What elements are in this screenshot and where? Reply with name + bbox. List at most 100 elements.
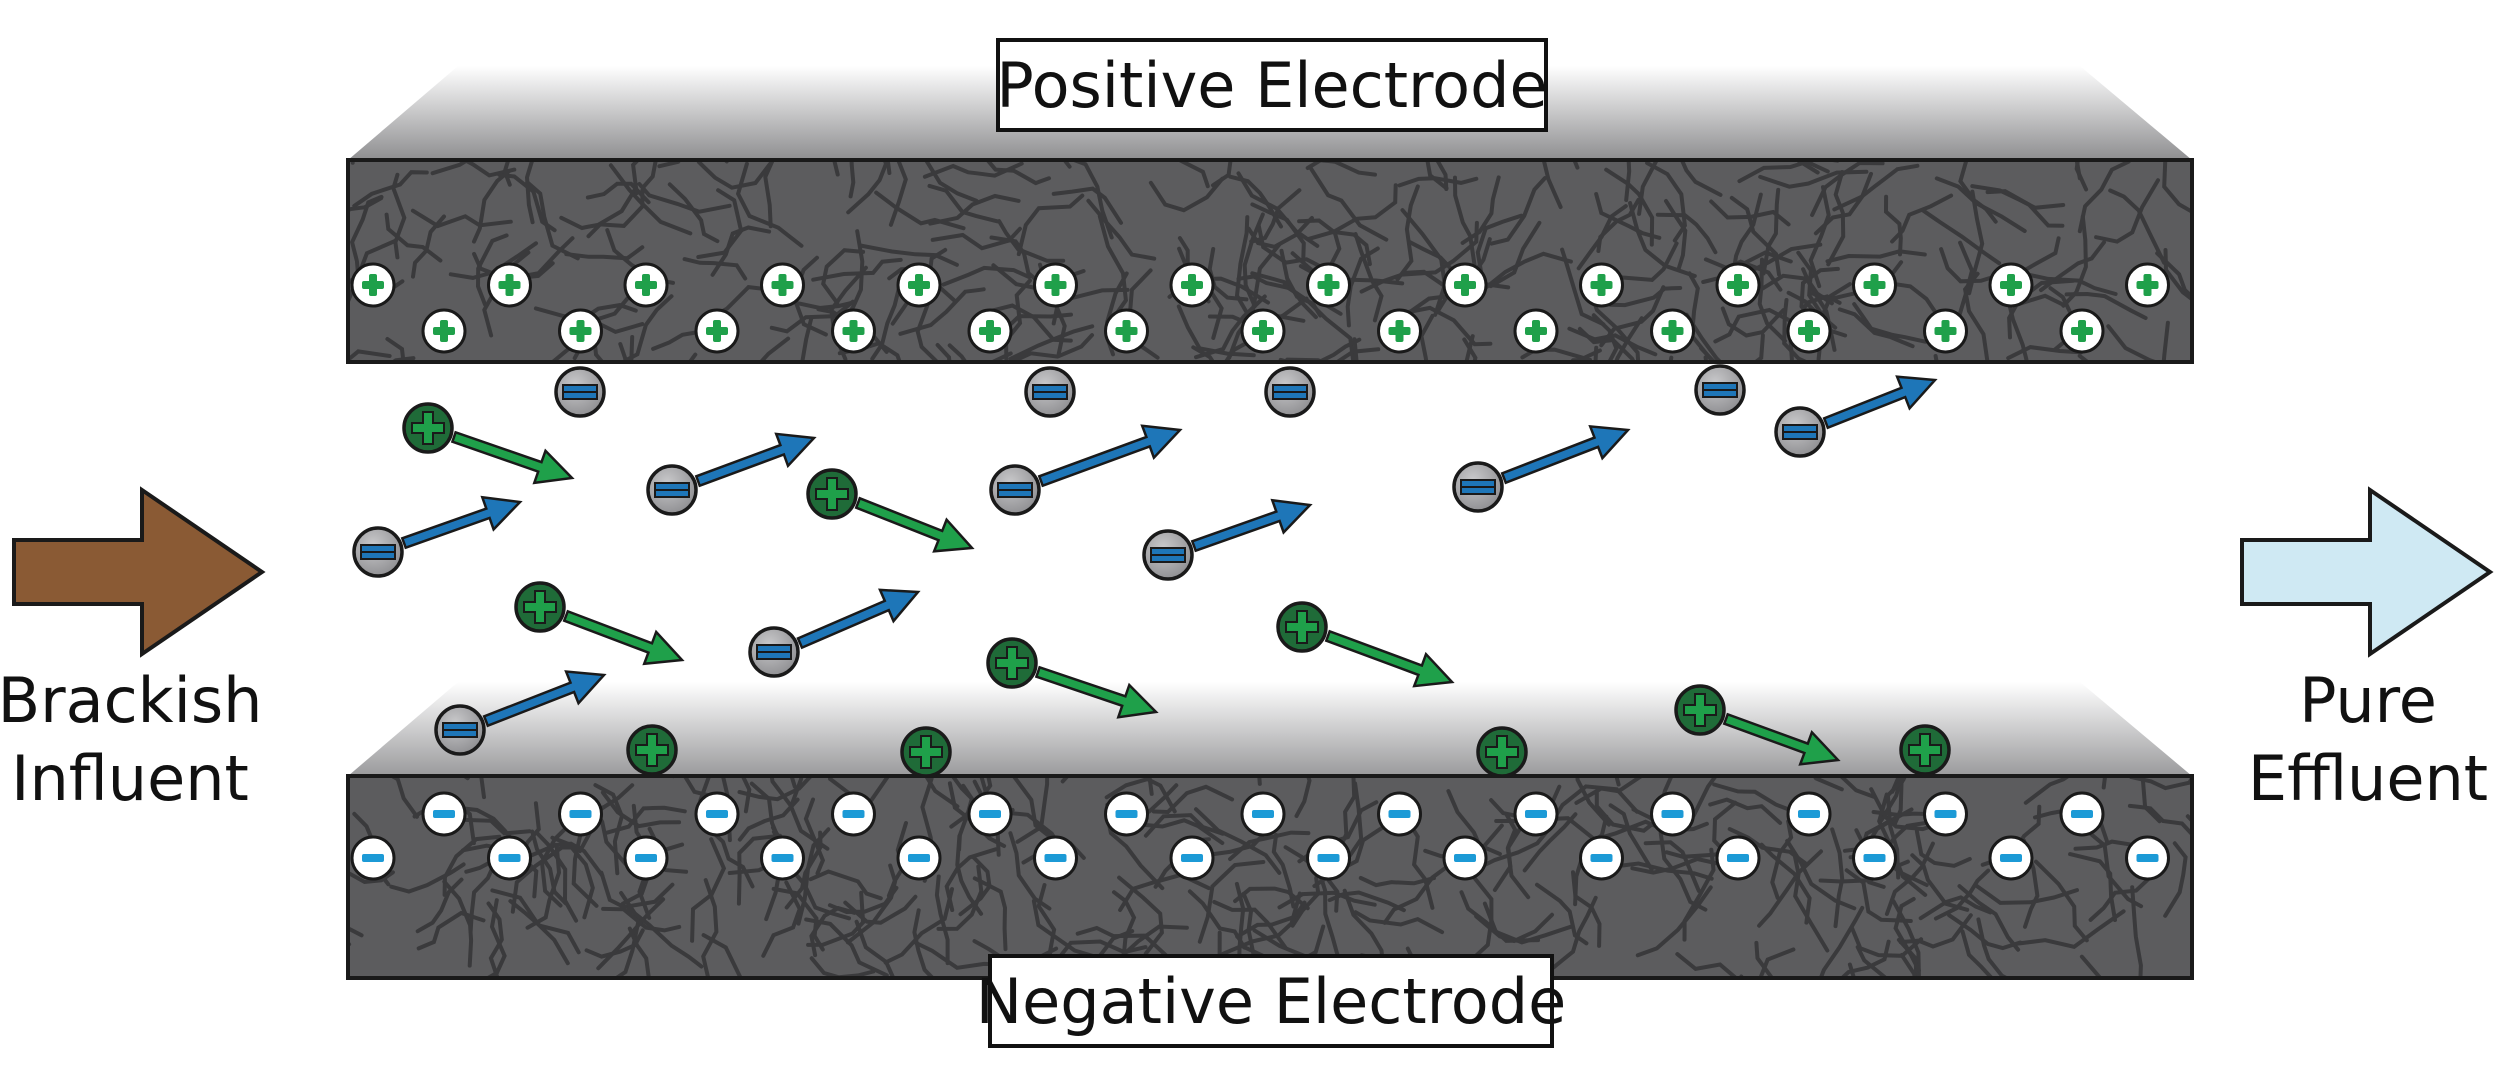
fiber-strand	[2127, 803, 2192, 838]
fiber-strand	[1703, 257, 1783, 292]
fiber-strand	[941, 265, 1032, 287]
fiber-strand	[1921, 208, 2002, 266]
surface-minus-icon	[1169, 835, 1215, 881]
fiber-strand	[1637, 160, 1660, 216]
fiber-strand	[2004, 289, 2029, 362]
fiber-strand	[1933, 868, 1991, 921]
fiber-strand	[1051, 186, 1123, 225]
fiber-strand	[1883, 194, 1903, 257]
fiber-strand	[1976, 917, 2011, 978]
fiber-strand	[600, 790, 682, 829]
fiber-strand	[525, 180, 580, 261]
fiber-strand	[1664, 199, 1688, 272]
fiber-strand	[389, 862, 466, 894]
fiber-strand	[1594, 790, 1670, 833]
fiber-strand	[1738, 974, 1744, 978]
fiber-strand	[1668, 355, 1674, 362]
surface-plus-icon	[760, 262, 805, 308]
anion-motion-arrow	[796, 588, 921, 650]
fiber-strand	[524, 160, 535, 225]
fiber-strand	[771, 886, 825, 952]
fiber-strand	[1910, 853, 1970, 912]
fiber-strand	[735, 161, 804, 248]
anion-motion-arrow	[1190, 498, 1313, 553]
fiber-strand	[2077, 160, 2131, 234]
cation-motion-arrow	[1722, 712, 1841, 766]
fiber-strand	[1893, 897, 1921, 973]
anion-motion-arrow	[1037, 424, 1183, 488]
surface-plus-icon	[831, 308, 876, 354]
fiber-strand	[1808, 185, 1831, 289]
surface-plus-icon	[1033, 262, 1078, 308]
surface-minus-icon	[1240, 791, 1286, 837]
fiber-strand	[1801, 267, 1837, 352]
surface-plus-icon	[1988, 262, 2034, 308]
fiber-strand	[1097, 214, 1128, 324]
anion-minus-icon	[352, 526, 404, 578]
positive-electrode-label: Positive Electrode	[996, 49, 1547, 122]
fiber-strand	[391, 172, 407, 260]
fiber-strand	[1658, 831, 1708, 912]
fiber-strand	[1207, 247, 1249, 302]
fiber-strand	[790, 776, 804, 805]
anion-minus-icon	[989, 464, 1041, 516]
fiber-strand	[1591, 313, 1619, 362]
fiber-strand	[1010, 333, 1094, 362]
surface-minus-icon	[1650, 791, 1695, 837]
fiber-strand	[1593, 345, 1599, 362]
fiber-strand	[2161, 320, 2170, 362]
anion-minus-icon	[748, 626, 800, 678]
fiber-strand	[475, 233, 509, 307]
fiber-strand	[410, 208, 513, 229]
fiber-strand	[1699, 333, 1765, 362]
fiber-strand	[1754, 940, 1775, 978]
fiber-strand	[1761, 187, 1781, 276]
fiber-strand	[763, 160, 775, 229]
fiber-strand	[701, 933, 743, 978]
fiber-strand	[1852, 302, 1928, 344]
fiber-strand	[804, 917, 889, 978]
fiber-strand	[1879, 776, 1910, 823]
anion-motion-arrow	[400, 495, 523, 550]
fiber-strand	[1489, 176, 1547, 246]
fiber-strand	[934, 874, 950, 966]
fiber-strand	[1008, 324, 1095, 361]
fiber-strand	[843, 894, 918, 925]
fiber-strand	[737, 797, 800, 842]
surface-plus-icon	[350, 262, 396, 308]
cation-motion-arrow	[1034, 665, 1159, 719]
fiber-strand	[1962, 271, 1990, 362]
anion-minus-icon	[1264, 366, 1316, 418]
fiber-strand	[1480, 251, 1573, 292]
fiber-strand	[701, 878, 719, 978]
fiber-strand	[1148, 176, 1225, 213]
fiber-strand	[1522, 812, 1578, 873]
fiber-strand	[1015, 776, 1050, 844]
fiber-strand	[784, 830, 823, 910]
fiber-strand	[1353, 910, 1445, 935]
fiber-strand	[1212, 900, 1288, 950]
fiber-strand	[1758, 947, 1796, 978]
surface-plus-icon	[1650, 308, 1695, 354]
anion-motion-arrow	[1822, 375, 1938, 430]
fiber-strand	[1793, 849, 1830, 953]
fiber-strand	[415, 877, 464, 934]
fiber-strand	[1985, 189, 2065, 228]
fiber-strand	[1576, 204, 1628, 271]
fiber-strand	[460, 160, 517, 178]
surface-plus-icon	[558, 308, 603, 354]
negative-electrode-label: Negative Electrode	[976, 965, 1566, 1038]
surface-plus-icon	[967, 308, 1013, 354]
surface-minus-icon	[760, 835, 805, 881]
fiber-strand	[915, 300, 941, 362]
fiber-strand	[1016, 193, 1085, 257]
fiber-strand	[2094, 178, 2160, 244]
surface-minus-icon	[1988, 835, 2034, 881]
surface-minus-icon	[2125, 835, 2170, 881]
fiber-strand	[1798, 160, 1830, 174]
fiber-strand	[1278, 337, 1362, 362]
fiber-strand	[1228, 830, 1311, 861]
fiber-strand	[1974, 883, 2079, 905]
fiber-strand	[758, 336, 791, 362]
fiber-strand	[2015, 909, 2126, 949]
